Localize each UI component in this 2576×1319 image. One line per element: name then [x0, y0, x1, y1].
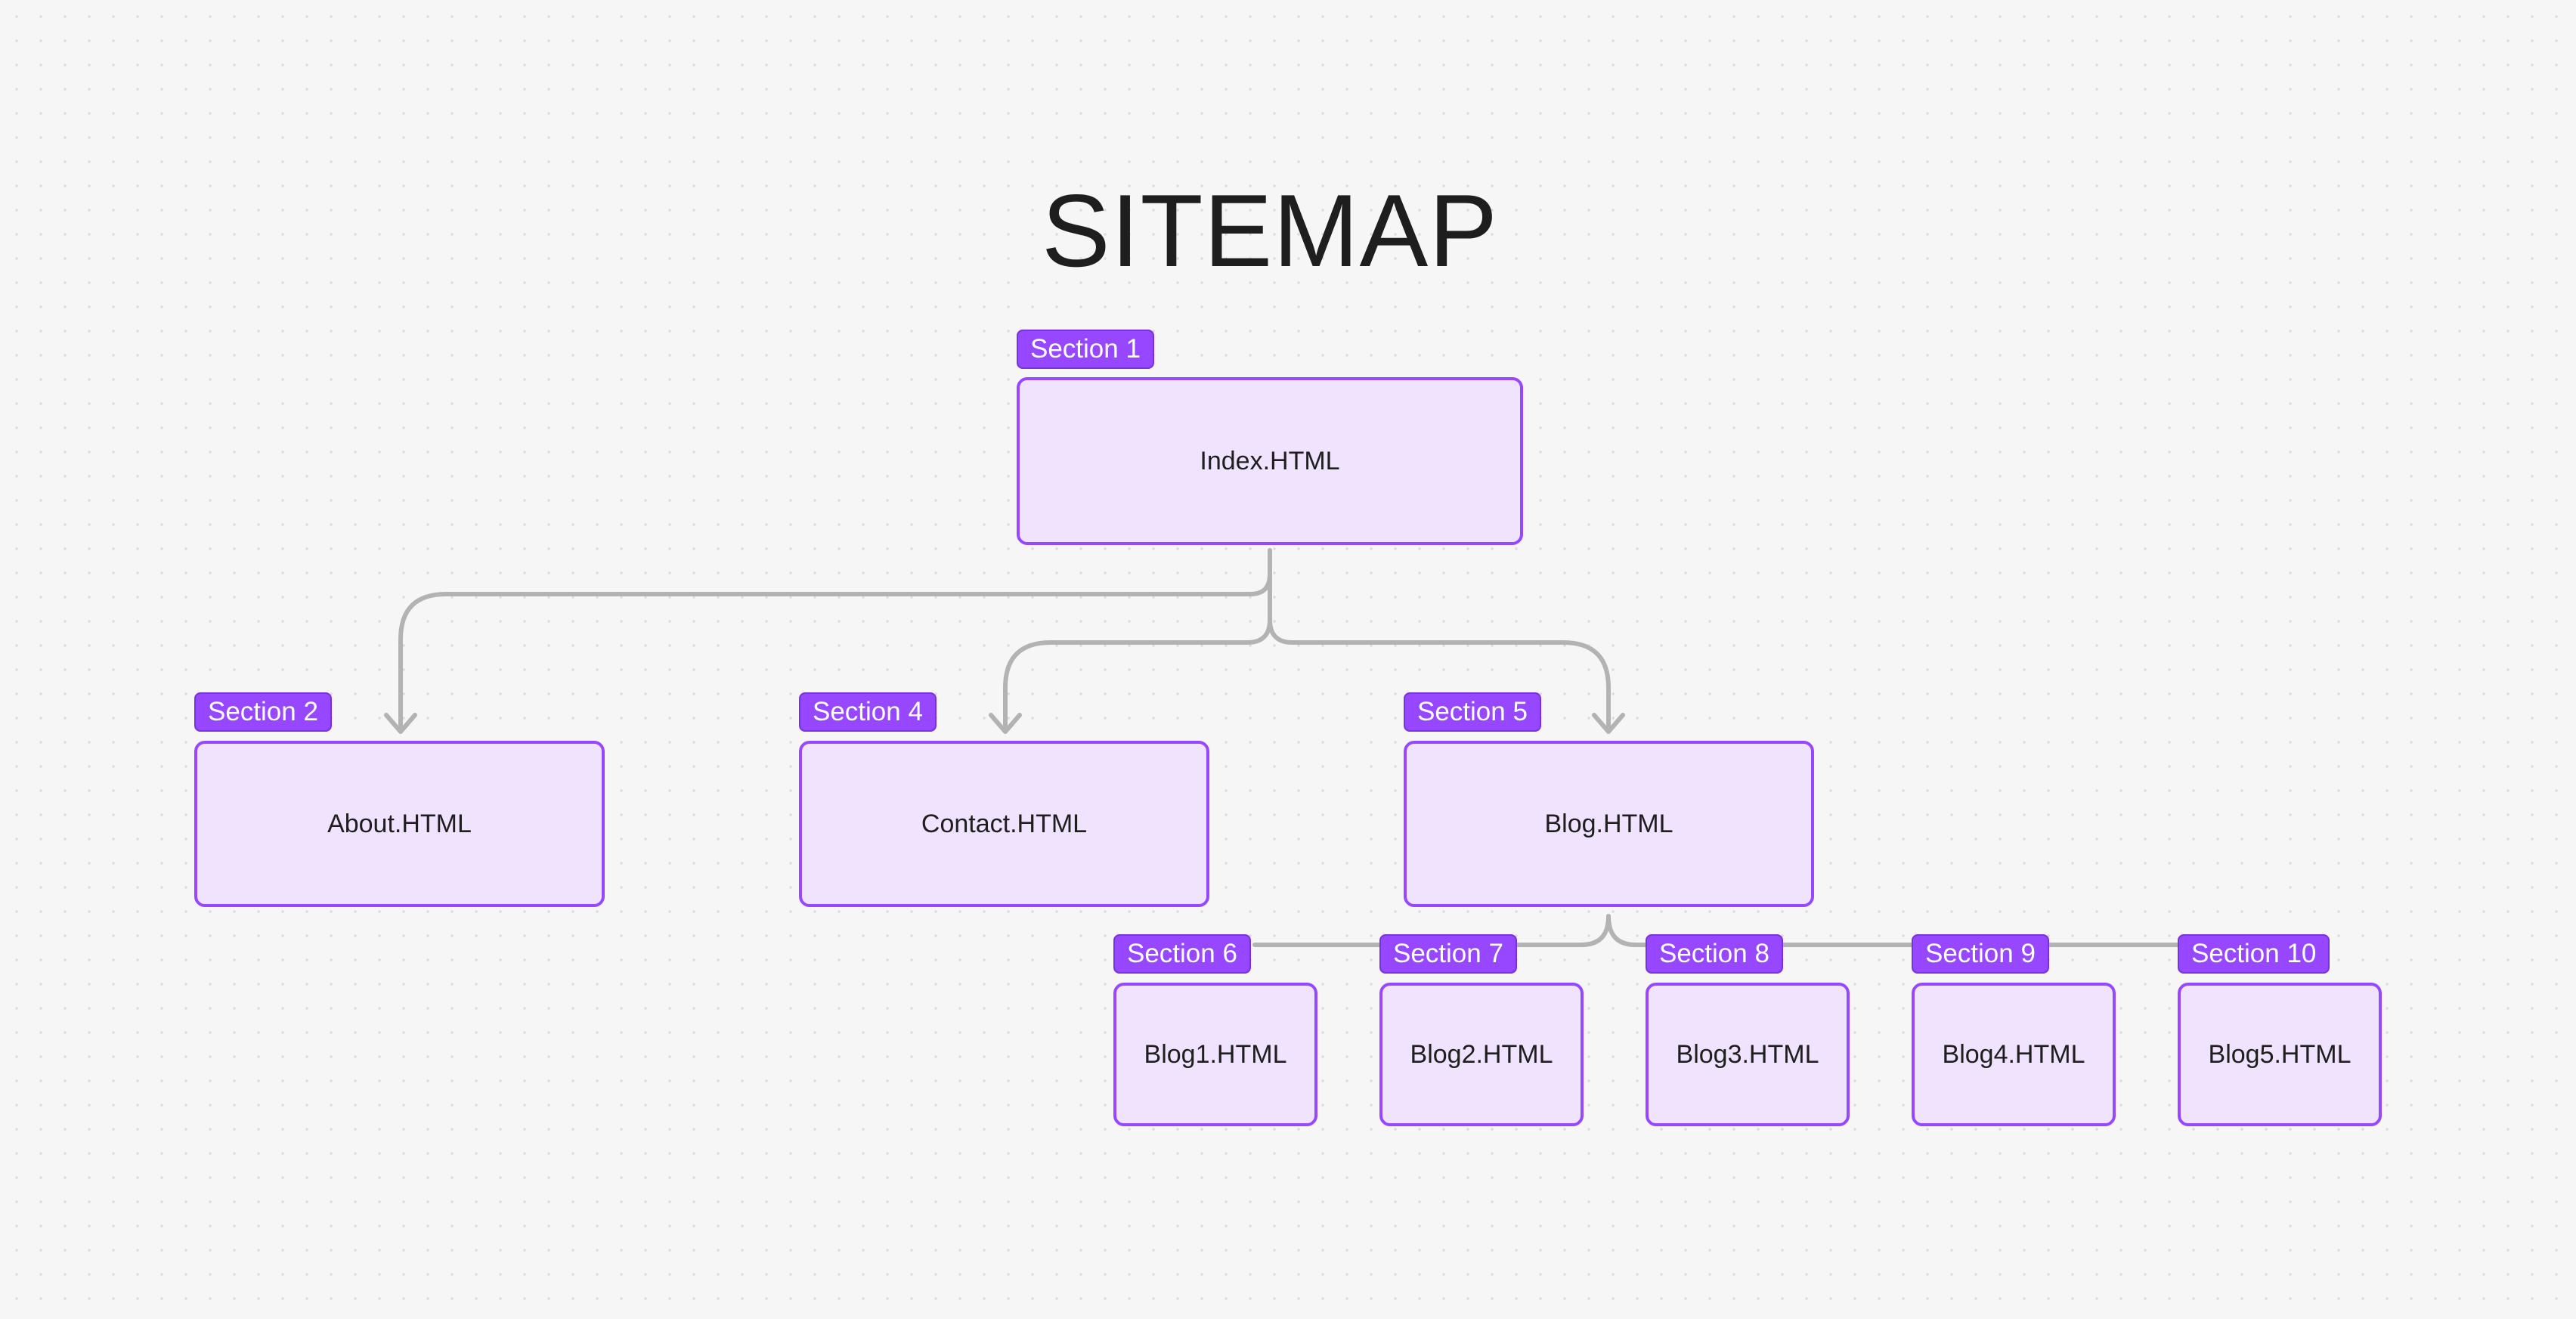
node-blog1[interactable]: Blog1.HTML	[1113, 983, 1317, 1126]
connector-blog-right	[1606, 914, 2187, 947]
node-contact[interactable]: Contact.HTML	[799, 741, 1209, 907]
section-tag-blog5: Section 10	[2178, 934, 2330, 974]
node-blog4[interactable]: Blog4.HTML	[1912, 983, 2116, 1126]
section-tag-blog1: Section 6	[1113, 934, 1251, 974]
node-blog[interactable]: Blog.HTML	[1404, 741, 1814, 907]
arrow-head-contact	[989, 713, 1022, 734]
page-title: SITEMAP	[1042, 173, 1498, 288]
connector-index-contact	[1003, 618, 1272, 731]
arrow-head-about	[384, 713, 417, 734]
node-about[interactable]: About.HTML	[194, 741, 605, 907]
connector-index-blog	[1268, 618, 1611, 731]
section-tag-blog: Section 5	[1404, 692, 1541, 732]
node-blog5[interactable]: Blog5.HTML	[2178, 983, 2382, 1126]
connector-index-about	[398, 572, 1272, 731]
section-tag-blog3: Section 8	[1646, 934, 1783, 974]
section-tag-blog4: Section 9	[1912, 934, 2049, 974]
node-index[interactable]: Index.HTML	[1017, 377, 1523, 545]
section-tag-contact: Section 4	[799, 692, 937, 732]
section-tag-index: Section 1	[1017, 330, 1154, 369]
section-tag-blog2: Section 7	[1379, 934, 1517, 974]
arrow-head-blog	[1592, 713, 1625, 734]
node-blog2[interactable]: Blog2.HTML	[1379, 983, 1584, 1126]
section-tag-about: Section 2	[194, 692, 332, 732]
node-blog3[interactable]: Blog3.HTML	[1646, 983, 1850, 1126]
